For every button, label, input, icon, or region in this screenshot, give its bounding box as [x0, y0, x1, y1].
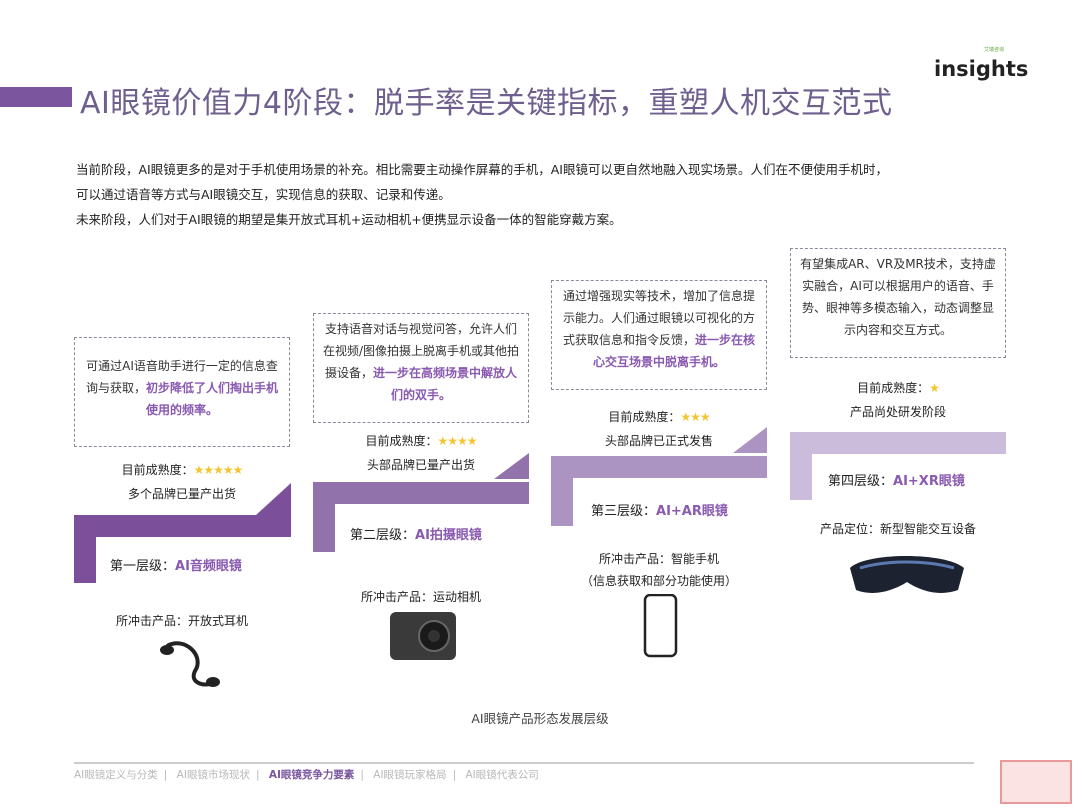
stage-4-product: 产品定位：新型智能交互设备: [819, 522, 976, 536]
rating-stars: ★★★★: [437, 434, 477, 448]
stage-3-product: 所冲击产品：智能手机（信息获取和部分功能使用）: [580, 552, 737, 588]
intro-paragraph: 当前阶段，AI眼镜更多的是对于手机使用场景的补充。相比需要主动操作屏幕的手机，A…: [76, 157, 1036, 232]
stage-2-product: 所冲击产品：运动相机: [360, 590, 481, 604]
stage-3-step-bar: [551, 456, 767, 478]
open-earphone-icon: [160, 641, 220, 687]
stage-1-step-riser: [74, 515, 96, 583]
stage-2-step-riser: [313, 482, 335, 552]
stage-1-product: 所冲击产品：开放式耳机: [115, 614, 248, 628]
logo-small-text: 艾瑞咨询: [984, 47, 1005, 53]
stage-3-level: 第三层级：AI+AR眼镜: [591, 504, 728, 519]
stage-2-step-bar: [313, 482, 529, 504]
rating-stars: ★: [929, 381, 940, 395]
stage-2-description: 支持语音对话与视觉问答，允许人们在视频/图像拍摄上脱离手机或其他拍摄设备，进一步…: [313, 313, 529, 423]
nav-item-active[interactable]: AI眼镜竞争力要素: [268, 769, 355, 781]
stage-3-description: 通过增强现实等技术，增加了信息提示能力。人们通过眼镜以可视化的方式获取信息和指令…: [551, 280, 767, 390]
rating-stars: ★★★★★: [193, 463, 244, 477]
nav-item[interactable]: AI眼镜代表公司: [465, 769, 539, 781]
intro-line: 当前阶段，AI眼镜更多的是对于手机使用场景的补充。相比需要主动操作屏幕的手机，A…: [76, 162, 888, 177]
stage-3-maturity: 目前成熟度：★★★头部品牌已正式发售: [604, 410, 713, 448]
stage-2-maturity: 目前成熟度：★★★★头部品牌已量产出货: [365, 434, 477, 472]
xr-glasses-icon: [850, 556, 964, 593]
seal-stamp: [1000, 760, 1072, 804]
intro-line: 未来阶段，人们对于AI眼镜的期望是集开放式耳机+运动相机+便携显示设备一体的智能…: [76, 212, 622, 227]
logo-text: insights: [934, 57, 1029, 81]
intro-line: 可以通过语音等方式与AI眼镜交互，实现信息的获取、记录和传递。: [76, 187, 451, 202]
stage-2-level: 第二层级：AI拍摄眼镜: [350, 528, 482, 543]
stage-2-step-corner: [494, 453, 529, 479]
nav-item[interactable]: AI眼镜定义与分类: [74, 769, 158, 781]
stage-1-description: 可通过AI语音助手进行一定的信息查询与获取，初步降低了人们掏出手机使用的频率。: [74, 337, 290, 447]
stage-1-step-bar: [74, 515, 291, 537]
nav-item[interactable]: AI眼镜玩家格局: [373, 769, 447, 781]
action-camera-icon: [390, 612, 456, 660]
logo: insights: [934, 56, 1028, 82]
rating-stars: ★★★: [680, 410, 710, 424]
stage-4-maturity: 目前成熟度：★产品尚处研发阶段: [849, 381, 946, 419]
stage-1-maturity: 目前成熟度：★★★★★多个品牌已量产出货: [121, 463, 244, 501]
page-title: AI眼镜价值力4阶段：脱手率是关键指标，重塑人机交互范式: [80, 86, 893, 121]
stage-1-level: 第一层级：AI音频眼镜: [110, 559, 242, 574]
stage-4-description: 有望集成AR、VR及MR技术，支持虚实融合，AI可以根据用户的语音、手势、眼神等…: [790, 248, 1006, 358]
figure-caption: AI眼镜产品形态发展层级: [471, 711, 609, 726]
nav-item[interactable]: AI眼镜市场现状: [176, 769, 250, 781]
stage-4-level: 第四层级：AI+XR眼镜: [828, 474, 965, 489]
section-nav: AI眼镜定义与分类| AI眼镜市场现状| AI眼镜竞争力要素| AI眼镜玩家格局…: [74, 769, 539, 781]
title-accent-bar: [0, 87, 72, 107]
smartphone-icon: [643, 594, 678, 658]
footer-divider: [74, 762, 974, 764]
stage-1-step-corner: [256, 483, 291, 515]
stage-3-step-riser: [551, 456, 573, 526]
stage-4-step-bar: [790, 432, 1006, 454]
stage-4-step-riser: [790, 432, 812, 500]
stage-3-step-corner: [733, 427, 767, 453]
